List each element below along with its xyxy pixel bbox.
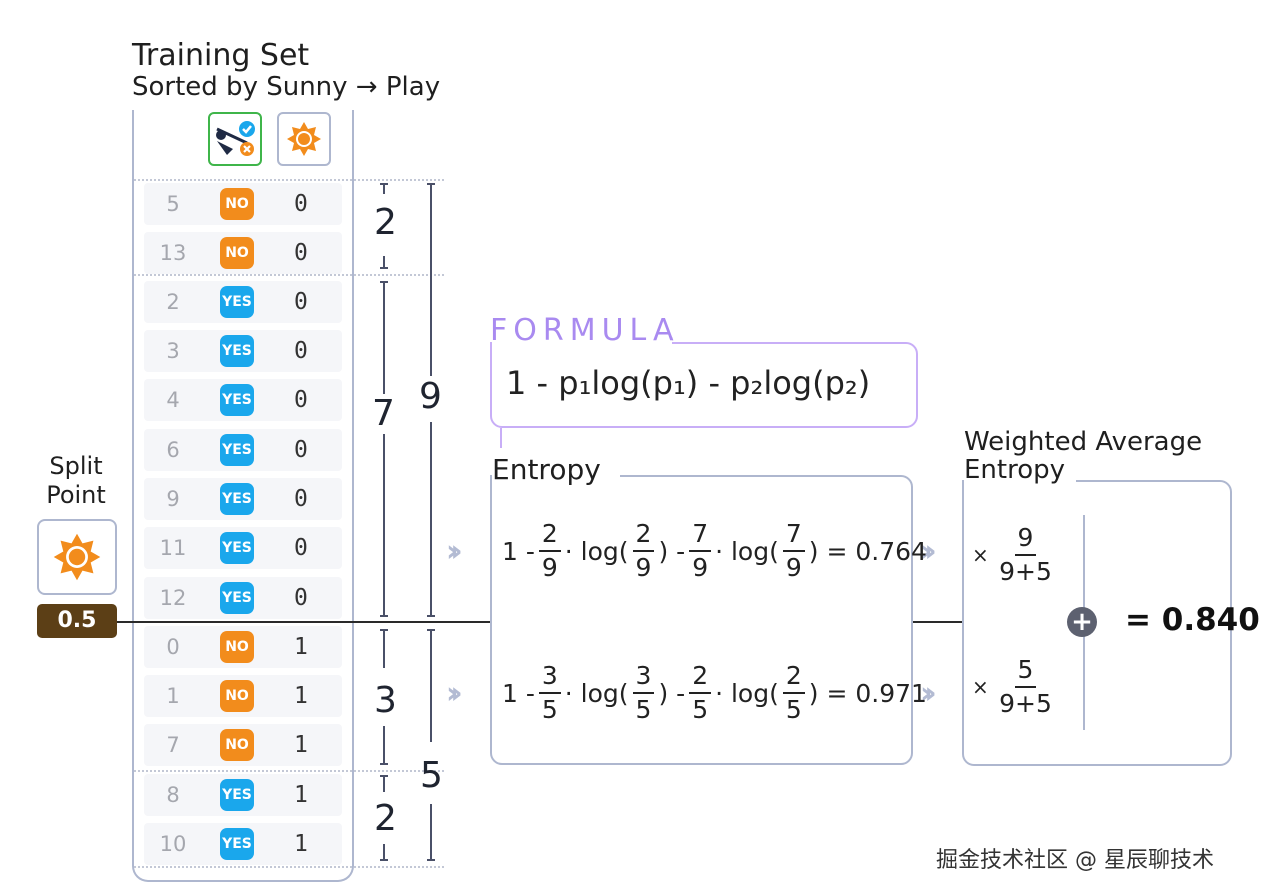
training-set-panel	[132, 110, 354, 882]
row-id: 2	[166, 290, 180, 314]
sunny-value: 0	[294, 585, 308, 611]
table-row: 11 YES 0	[144, 527, 342, 569]
table-row: 4 YES 0	[144, 379, 342, 421]
sunny-value: 0	[294, 338, 308, 364]
row-id: 6	[166, 438, 180, 462]
row-id: 0	[166, 635, 180, 659]
group-separator	[134, 770, 444, 772]
count-left-yes: 7	[372, 393, 395, 434]
play-badge: YES	[220, 779, 254, 811]
split-value: 0.5	[37, 604, 117, 638]
chevron-right-icon: ››	[446, 676, 462, 711]
count-left-no: 2	[374, 202, 397, 243]
table-row: 1 NO 1	[144, 675, 342, 717]
row-id: 8	[166, 783, 180, 807]
table-row: 10 YES 1	[144, 823, 342, 865]
training-set-title: Training Set	[132, 38, 310, 73]
count-brackets	[380, 183, 435, 861]
weighted-average-label: Weighted Average Entropy	[964, 427, 1203, 485]
count-right-no: 3	[374, 680, 397, 721]
sunny-value: 0	[294, 191, 308, 217]
table-row: 9 YES 0	[144, 478, 342, 520]
group-separator	[134, 274, 444, 276]
count-right-yes: 2	[374, 798, 397, 839]
table-row: 8 YES 1	[144, 774, 342, 816]
table-row: 13 NO 0	[144, 232, 342, 274]
play-badge: NO	[220, 188, 254, 220]
weighted-average-box	[962, 480, 1232, 766]
sunny-value: 1	[294, 831, 308, 857]
row-id: 5	[166, 192, 180, 216]
play-badge: YES	[220, 582, 254, 614]
table-row: 2 YES 0	[144, 281, 342, 323]
count-left-total: 9	[419, 376, 442, 417]
entropy-box	[490, 475, 913, 765]
chevron-right-icon: ››	[446, 534, 462, 569]
table-row: 3 YES 0	[144, 330, 342, 372]
row-id: 10	[159, 832, 187, 856]
sunny-value: 0	[294, 486, 308, 512]
entropy-label: Entropy	[492, 453, 601, 486]
count-right-total: 5	[420, 755, 443, 796]
sunny-value: 0	[294, 437, 308, 463]
sunny-value: 1	[294, 683, 308, 709]
sunny-value: 0	[294, 535, 308, 561]
entropy-left-result: = 0.764	[826, 536, 927, 566]
row-id: 13	[159, 241, 187, 265]
sunny-value: 0	[294, 387, 308, 413]
play-badge: NO	[220, 237, 254, 269]
sunny-value: 0	[294, 240, 308, 266]
sunny-value: 1	[294, 634, 308, 660]
play-badge: YES	[220, 384, 254, 416]
row-id: 1	[166, 684, 180, 708]
sunny-value: 1	[294, 732, 308, 758]
group-separator	[134, 179, 444, 181]
sunny-value: 0	[294, 289, 308, 315]
play-badge: YES	[220, 286, 254, 318]
play-badge: YES	[220, 828, 254, 860]
play-yes-no-icon	[208, 112, 262, 166]
row-id: 7	[166, 733, 180, 757]
play-badge: NO	[220, 631, 254, 663]
play-badge: YES	[220, 434, 254, 466]
weighted-average-result: = 0.840	[1125, 602, 1260, 638]
play-badge: YES	[220, 483, 254, 515]
row-id: 12	[159, 586, 187, 610]
sun-icon	[277, 112, 331, 166]
split-sun-icon	[37, 519, 117, 595]
training-set-subtitle: Sorted by Sunny → Play	[132, 72, 441, 102]
plus-icon: +	[1067, 607, 1097, 637]
table-row: 0 NO 1	[144, 626, 342, 668]
play-badge: NO	[220, 729, 254, 761]
formula-label-overlay: FORMULA	[490, 313, 680, 348]
row-id: 4	[166, 388, 180, 412]
play-badge: YES	[220, 532, 254, 564]
formula-text: 1 - p₁log(p₁) - p₂log(p₂)	[506, 364, 871, 402]
group-separator	[134, 866, 444, 868]
row-id: 9	[166, 487, 180, 511]
row-id: 3	[166, 339, 180, 363]
formula-box	[490, 342, 918, 428]
table-row: 12 YES 0	[144, 577, 342, 619]
play-badge: YES	[220, 335, 254, 367]
table-row: 5 NO 0	[144, 183, 342, 225]
entropy-right-result: = 0.971	[826, 678, 927, 708]
play-badge: NO	[220, 680, 254, 712]
row-id: 11	[159, 536, 187, 560]
sunny-value: 1	[294, 782, 308, 808]
split-point-label: Split Point	[46, 452, 106, 509]
table-row: 7 NO 1	[144, 724, 342, 766]
table-row: 6 YES 0	[144, 429, 342, 471]
watermark: 掘金技术社区 @ 星辰聊技术	[936, 848, 1214, 873]
